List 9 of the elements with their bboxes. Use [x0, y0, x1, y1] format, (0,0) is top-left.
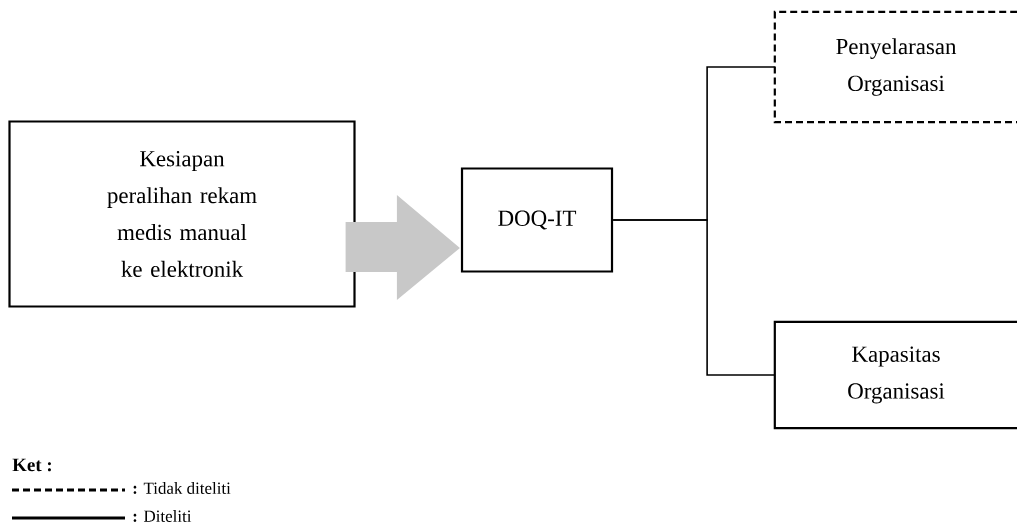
legend-text: : Tidak diteliti	[133, 482, 231, 494]
process-box: Kesiapan peralihan rekam medis manual ke elektronik	[8, 120, 356, 308]
process-box: Kapasitas Organisasi	[773, 320, 1017, 430]
block-arrow	[345, 195, 460, 300]
connector-line	[612, 219, 776, 376]
process-box: DOQ-IT	[460, 167, 614, 273]
legend-text: : Diteliti	[133, 510, 192, 522]
legend-heading: Ket :	[12, 458, 51, 472]
process-box: Penyelarasan Organisasi	[773, 10, 1017, 124]
